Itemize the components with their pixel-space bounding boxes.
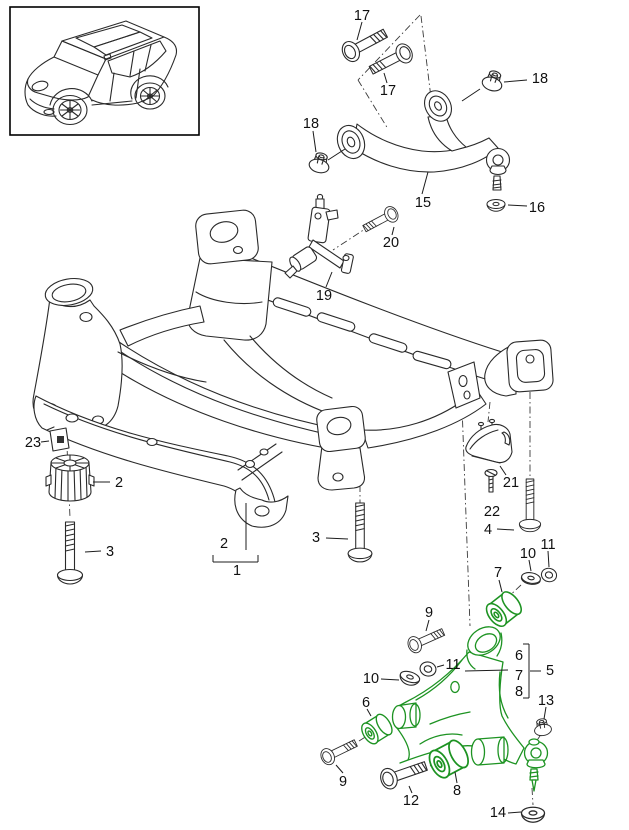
- bushing-6: [357, 711, 396, 748]
- callout-16: 16: [529, 200, 545, 216]
- screw-22: [484, 468, 498, 493]
- callout-8b: 8: [515, 684, 523, 700]
- bolt-4: [518, 478, 542, 533]
- callout-3b: 3: [312, 530, 320, 546]
- bolt-3-left: [56, 521, 84, 585]
- group-bracket-1: [212, 503, 259, 563]
- callout-6b: 6: [515, 648, 523, 664]
- nut-13: [532, 717, 553, 738]
- clip-23: [46, 426, 70, 452]
- callout-6a: 6: [362, 695, 370, 711]
- thumbnail-border: [9, 6, 200, 136]
- callout-18b: 18: [303, 116, 319, 132]
- bolt-20: [360, 203, 402, 237]
- subframe-mount-bushing-2: [45, 454, 95, 502]
- callout-7a: 7: [494, 565, 502, 581]
- callout-labels: 17 17 18 18 15 16 19 20 23 2 3 2 1 3 4 2…: [25, 8, 556, 821]
- height-sensor: [284, 193, 354, 279]
- bolt-17-upper: [338, 23, 391, 66]
- washer-10-top: [520, 570, 542, 587]
- vehicle-thumbnail: [9, 6, 200, 136]
- callout-11a: 11: [540, 537, 555, 553]
- callout-4: 4: [484, 522, 492, 538]
- callout-2a: 2: [115, 475, 123, 491]
- callout-14: 14: [490, 805, 506, 821]
- callout-8a: 8: [453, 783, 461, 799]
- bolt-3-right: [347, 502, 373, 563]
- callout-17a: 17: [354, 8, 370, 24]
- lower-control-arm: [391, 626, 549, 792]
- callout-1: 1: [233, 563, 241, 579]
- washer-10-left: [397, 668, 422, 689]
- callout-19: 19: [316, 288, 332, 304]
- bolt-9-lower: [317, 734, 360, 768]
- skid-bracket-21: [465, 418, 513, 464]
- suv-line-art-icon: [24, 20, 178, 126]
- callout-20: 20: [383, 235, 399, 251]
- subframe-assembly: [32, 209, 554, 528]
- callout-3a: 3: [106, 544, 114, 560]
- callout-5: 5: [546, 663, 554, 679]
- washer-11-left: [417, 659, 439, 679]
- callout-13: 13: [538, 693, 554, 709]
- callout-17b: 17: [380, 83, 396, 99]
- leader-lines: [40, 21, 550, 814]
- group-bracket-5: [523, 643, 541, 699]
- callout-9b: 9: [339, 774, 347, 790]
- callout-2b: 2: [220, 536, 228, 552]
- washer-11-top: [539, 566, 559, 584]
- washer-16: [486, 199, 506, 212]
- callout-7b: 7: [515, 668, 523, 684]
- callout-12: 12: [403, 793, 419, 809]
- washer-14: [520, 806, 546, 823]
- callout-23: 23: [25, 435, 41, 451]
- callout-9a: 9: [425, 605, 433, 621]
- callout-15: 15: [415, 195, 431, 211]
- nut-18-right: [479, 67, 507, 94]
- callout-10b: 10: [363, 671, 379, 687]
- bolt-17-lower: [366, 40, 416, 80]
- nut-18-left: [307, 150, 333, 176]
- callout-11b: 11: [445, 657, 460, 673]
- callout-10a: 10: [520, 546, 536, 562]
- bushing-7: [481, 587, 526, 631]
- callout-21: 21: [503, 475, 519, 491]
- callout-22: 22: [484, 504, 500, 520]
- callout-18a: 18: [532, 71, 548, 87]
- upper-control-arm: [336, 90, 511, 191]
